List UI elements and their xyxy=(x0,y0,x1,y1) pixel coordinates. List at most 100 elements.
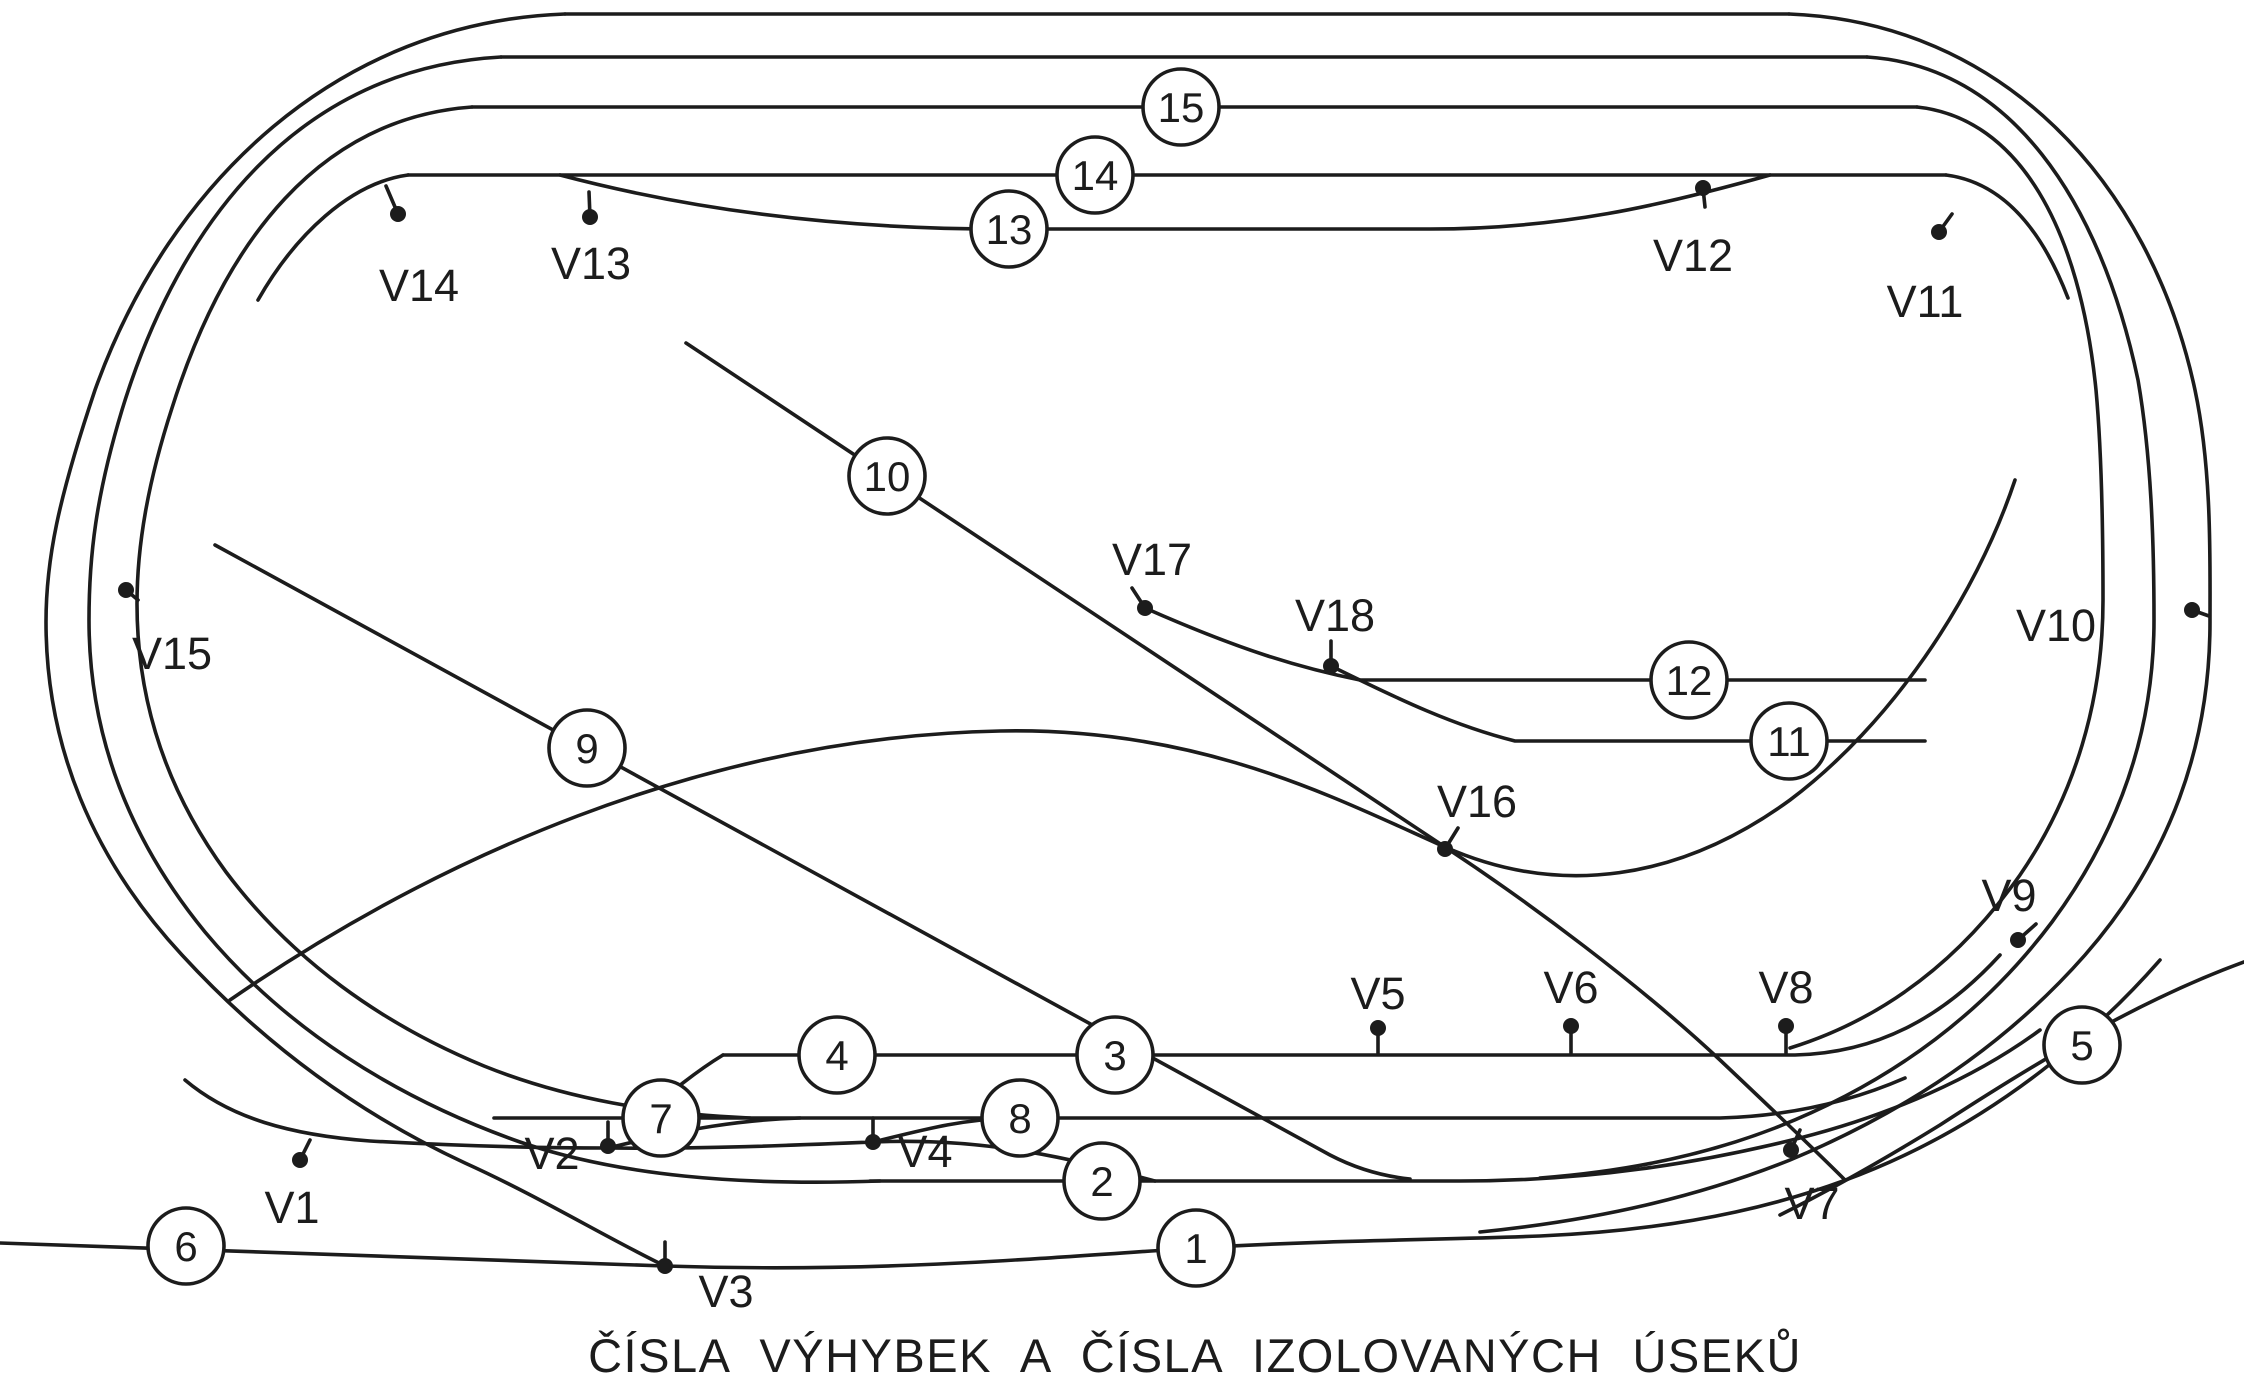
switch-label: V4 xyxy=(897,1126,952,1177)
section-number: 4 xyxy=(825,1032,848,1079)
track-siding-2 xyxy=(868,1028,2042,1183)
track-branch-v17 xyxy=(1143,606,1927,682)
switch-label: V18 xyxy=(1295,590,1375,641)
track-left-third xyxy=(135,105,752,1120)
track-right-third xyxy=(1788,105,2105,1050)
switch-label: V16 xyxy=(1437,776,1517,827)
section-circle xyxy=(1062,1141,1142,1221)
section-number: 3 xyxy=(1103,1032,1126,1079)
track-diagonal-10 xyxy=(684,341,1847,1182)
switch-marker-V11: V11 xyxy=(1887,212,1963,327)
section-badge-9: 9 xyxy=(547,708,627,788)
section-number: 7 xyxy=(649,1095,672,1142)
track-bottom-main xyxy=(0,958,2162,1270)
section-circle xyxy=(969,189,1049,269)
section-circle xyxy=(847,436,927,516)
switch-dot xyxy=(1323,658,1339,674)
section-number: 11 xyxy=(1767,718,1811,765)
section-badge-10: 10 xyxy=(847,436,927,516)
switch-marker-V17: V17 xyxy=(1112,534,1192,616)
track-ladder-left xyxy=(183,1078,1157,1183)
switch-label: V2 xyxy=(524,1128,579,1179)
section-badge-2: 2 xyxy=(1062,1141,1142,1221)
switch-marker-V7: V7 xyxy=(1783,1128,1840,1229)
switch-dot xyxy=(600,1138,616,1154)
switch-label: V1 xyxy=(264,1182,319,1233)
switch-label: V15 xyxy=(132,628,212,679)
switch-marker-V18: V18 xyxy=(1295,590,1375,674)
switch-label: V9 xyxy=(1981,870,2036,921)
section-badge-7: 7 xyxy=(621,1078,701,1158)
section-circle xyxy=(1141,67,1221,147)
section-number: 1 xyxy=(1184,1225,1207,1272)
switch-marker-V5: V5 xyxy=(1350,968,1406,1055)
switch-label: V7 xyxy=(1784,1178,1839,1229)
switch-dot xyxy=(292,1152,308,1168)
section-badge-12: 12 xyxy=(1649,640,1729,720)
section-badge-3: 3 xyxy=(1075,1015,1155,1095)
track-siding-13 xyxy=(558,173,1772,231)
switch-dot xyxy=(582,209,598,225)
switch-dot xyxy=(1137,600,1153,616)
section-number: 6 xyxy=(174,1223,197,1270)
switch-label: V8 xyxy=(1758,962,1813,1013)
switch-dot xyxy=(657,1258,673,1274)
section-circle xyxy=(621,1078,701,1158)
switch-marker-V10: V10 xyxy=(2016,600,2211,651)
track-left-fourth-merge xyxy=(256,173,410,302)
section-badge-15: 15 xyxy=(1141,67,1221,147)
switch-marker-V4: V4 xyxy=(865,1116,953,1177)
switch-marker-V16: V16 xyxy=(1437,776,1517,857)
switch-marker-V3: V3 xyxy=(657,1240,754,1317)
section-number: 12 xyxy=(1666,657,1713,704)
section-number: 13 xyxy=(986,206,1033,253)
track-s-curve xyxy=(228,478,2017,1002)
switch-marker-V14: V14 xyxy=(379,184,459,311)
track-branch-v18 xyxy=(1329,664,1927,743)
section-badge-14: 14 xyxy=(1055,135,1135,215)
section-badge-13: 13 xyxy=(969,189,1049,269)
switch-label: V17 xyxy=(1112,534,1192,585)
switch-marker-V8: V8 xyxy=(1758,962,1814,1055)
switch-dot xyxy=(2184,602,2200,618)
section-number: 10 xyxy=(864,453,911,500)
switch-marker-V13: V13 xyxy=(551,190,631,289)
section-number: 5 xyxy=(2070,1022,2093,1069)
section-number: 9 xyxy=(575,725,598,772)
switch-label: V6 xyxy=(1543,962,1598,1013)
section-number: 2 xyxy=(1090,1158,1113,1205)
switch-marker-V9: V9 xyxy=(1981,870,2038,948)
track-right-fourth-merge xyxy=(1944,173,2070,300)
section-badge-4: 4 xyxy=(797,1015,877,1095)
switch-dot xyxy=(1695,180,1711,196)
switch-dot xyxy=(2010,932,2026,948)
diagram-title: ČÍSLA VÝHYBEK A ČÍSLA IZOLOVANÝCH ÚSEKŮ xyxy=(588,1329,1802,1382)
section-circle xyxy=(547,708,627,788)
switch-dot xyxy=(390,206,406,222)
switch-marker-V1: V1 xyxy=(264,1138,320,1233)
switch-dot xyxy=(1778,1018,1794,1034)
switch-label: V13 xyxy=(551,238,631,289)
section-circle xyxy=(1649,640,1729,720)
section-circle xyxy=(980,1078,1060,1158)
switch-dot xyxy=(118,582,134,598)
switch-dot xyxy=(1931,224,1947,240)
switch-marker-V6: V6 xyxy=(1543,962,1599,1055)
section-number: 8 xyxy=(1008,1095,1031,1142)
section-circle xyxy=(146,1206,226,1286)
section-badge-5: 5 xyxy=(2042,1005,2122,1085)
switch-label: V10 xyxy=(2016,600,2096,651)
switch-marker-V12: V12 xyxy=(1653,180,1733,281)
section-badge-8: 8 xyxy=(980,1078,1060,1158)
section-badge-6: 6 xyxy=(146,1206,226,1286)
switch-label: V14 xyxy=(379,260,459,311)
switch-marker-V2: V2 xyxy=(524,1120,616,1179)
track-left-outer xyxy=(44,12,667,1268)
track-siding-7-8 xyxy=(492,1076,1907,1120)
section-number: 15 xyxy=(1158,84,1205,131)
section-badge-1: 1 xyxy=(1156,1208,1236,1288)
switch-dot xyxy=(1370,1020,1386,1036)
